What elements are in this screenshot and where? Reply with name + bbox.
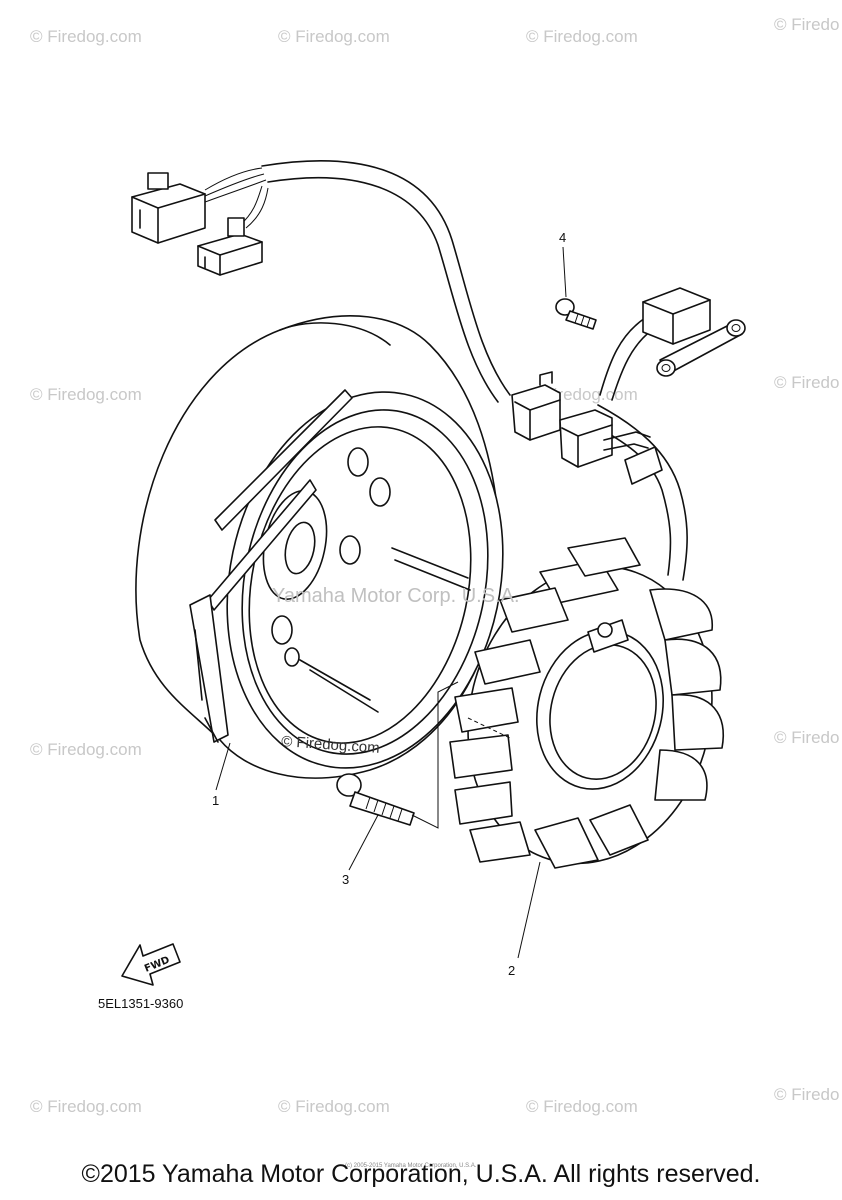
- harness-connector-mid-right: [559, 409, 651, 468]
- callout-3: 3: [342, 872, 349, 887]
- copyright-footer: ©2015 Yamaha Motor Corporation, U.S.A. A…: [81, 1160, 761, 1188]
- center-watermark: Yamaha Motor Corp. U.S.A.: [272, 585, 520, 607]
- watermark: © Firedog.com: [30, 1097, 142, 1116]
- watermark: © Firedog.com: [30, 27, 142, 46]
- watermark: © Firedog.com: [278, 27, 390, 46]
- callout-4: 4: [559, 230, 566, 245]
- watermark: © Firedo: [774, 373, 839, 392]
- part-code: 5EL1351-9360: [98, 996, 183, 1011]
- harness-connector-small: [197, 217, 263, 276]
- pickup-sensor: [642, 287, 746, 377]
- callout-leaders: [215, 246, 567, 959]
- cable-sleeve: [624, 446, 663, 485]
- flywheel-rotor: [135, 315, 504, 779]
- watermark: © Firedog.com: [278, 1097, 390, 1116]
- watermark: © Firedog.com: [30, 740, 142, 759]
- tiny-copyright-note: (c) 2005-2015 Yamaha Motor Corporation, …: [345, 1163, 477, 1169]
- watermark: © Firedog.com: [30, 385, 142, 404]
- callout-2: 2: [508, 963, 515, 978]
- watermark: © Firedog.com: [526, 1097, 638, 1116]
- callout-1: 1: [212, 793, 219, 808]
- watermark: © Firedo: [774, 728, 839, 747]
- watermark: © Firedog.com: [526, 27, 638, 46]
- harness-connector-mid-left: [511, 371, 561, 441]
- stator: [449, 537, 724, 869]
- fwd-arrow-icon: FWD: [121, 943, 181, 986]
- watermark: © Firedo: [774, 1085, 839, 1104]
- sensor-screw: [555, 298, 597, 330]
- stator-bolt: [336, 773, 415, 826]
- harness-connector-large: [131, 172, 206, 244]
- wire-harness: [204, 160, 688, 581]
- watermark: © Firedo: [774, 15, 839, 34]
- assembly-guide-lines: [411, 681, 459, 829]
- inline-watermark: © Firedog.com: [281, 733, 381, 757]
